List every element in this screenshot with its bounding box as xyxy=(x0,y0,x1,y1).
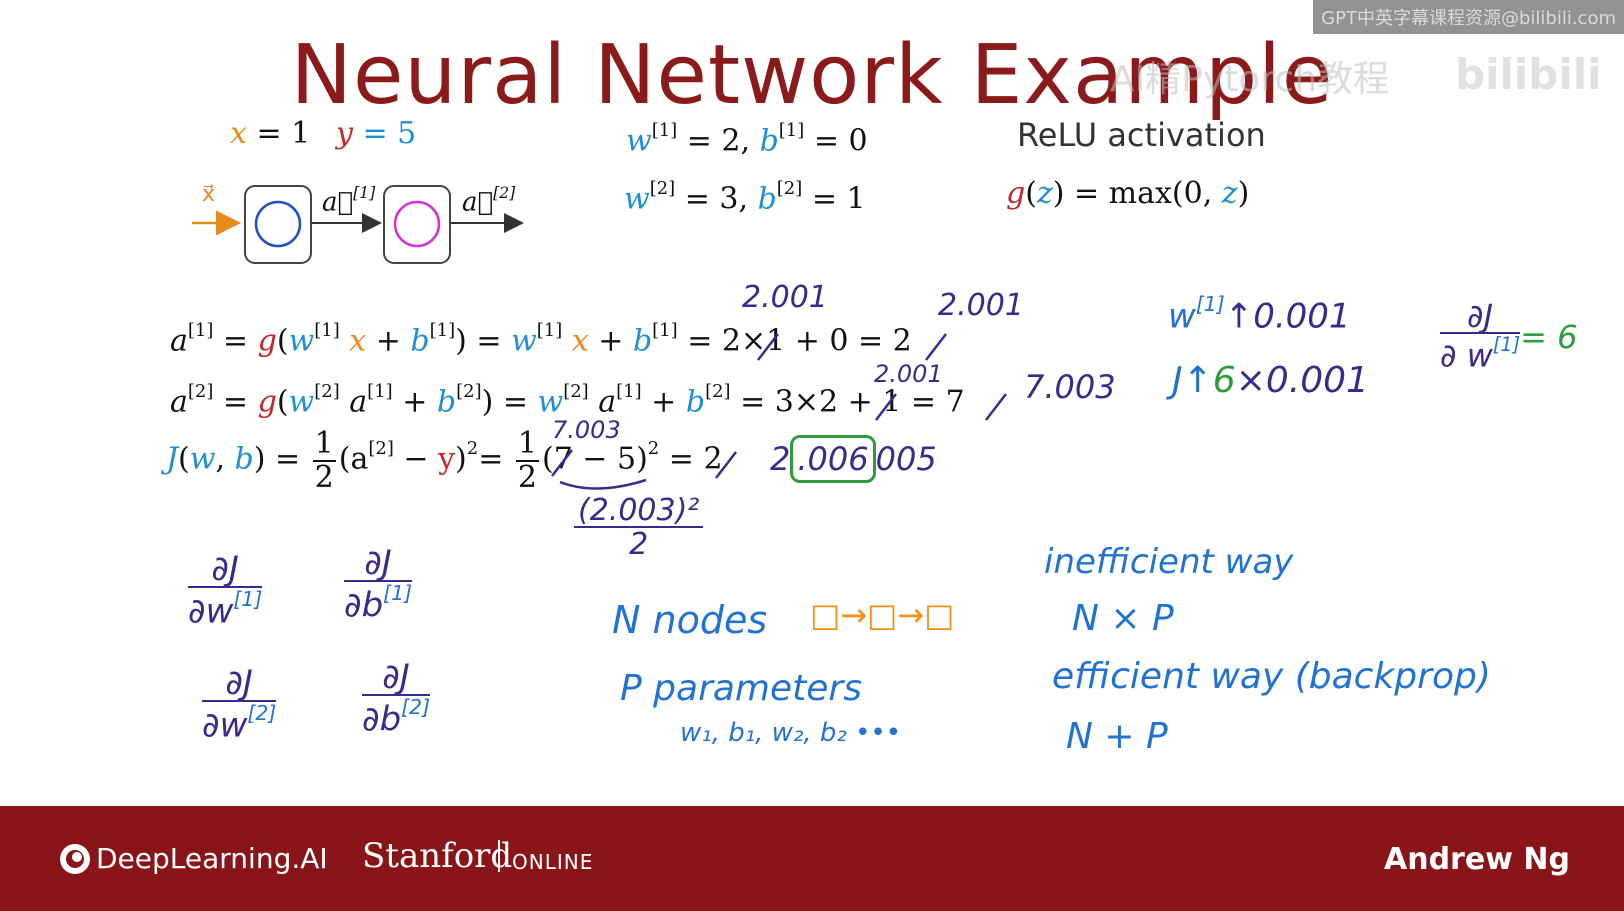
brand-deeplearning: DeepLearning.AI xyxy=(96,842,328,875)
layer1-params: w[1] = 2, b[1] = 0 xyxy=(626,120,868,159)
x-value: x = 1 xyxy=(230,116,311,151)
efficient-way: efficient way (backprop) xyxy=(1052,656,1491,697)
strike-marks xyxy=(551,333,1007,490)
network-diagram xyxy=(192,185,524,264)
inefficient-way: inefficient way xyxy=(1044,542,1294,582)
annot-2001-c: 2.001 xyxy=(874,360,943,388)
brand-stanford: Stanford xyxy=(362,836,513,876)
slide-title: Neural Network Example xyxy=(290,28,1334,123)
node2-circle xyxy=(393,200,441,248)
n-nodes: N nodes xyxy=(612,598,768,642)
derivative-result: ∂J∂ w[1]= 6 xyxy=(1440,297,1578,375)
p-parameters: P parameters xyxy=(620,668,862,709)
dJ-db2: ∂J∂b[2] xyxy=(362,657,431,740)
input-x-label: x⃗ xyxy=(202,182,216,207)
w1-increase: w[1]↑0.001 xyxy=(1168,292,1351,337)
node2-box xyxy=(383,185,451,264)
n-times-p: N × P xyxy=(1072,598,1174,639)
equation-a2: a[2] = g(w[2] a[1] + b[2]) = w[2] a[1] +… xyxy=(170,381,965,420)
annot-2001-b: 2.001 xyxy=(938,288,1024,323)
bilibili-logo: bilibili xyxy=(1455,50,1602,99)
watermark-overlay-text: AI精Pytorch教程 xyxy=(1110,59,1390,100)
footer-bar: DeepLearning.AI Stanford ONLINE Andrew N… xyxy=(0,806,1624,911)
annot-7003: 7.003 xyxy=(1024,368,1116,406)
layer2-params: w[2] = 3, b[2] = 1 xyxy=(624,178,866,217)
y-value: y = 5 xyxy=(336,116,417,151)
dJ-db1: ∂J∂b[1] xyxy=(344,543,413,626)
node1-circle xyxy=(254,200,302,248)
brand-online: ONLINE xyxy=(512,850,594,874)
annot-7003-b: 7.003 xyxy=(552,416,621,444)
relu-formula: g(z) = max(0, z) xyxy=(1006,176,1250,211)
dJ-dw1: ∂J∂w[1] xyxy=(188,549,263,632)
nodes-chain: □→□→□ xyxy=(810,596,955,634)
a1-label: a⃗[1] xyxy=(322,184,376,218)
dJ-dw2: ∂J∂w[2] xyxy=(202,663,277,746)
annot-2001-a: 2.001 xyxy=(742,280,828,315)
params-list: w₁, b₁, w₂, b₂ ••• xyxy=(680,718,902,748)
brand-divider xyxy=(498,840,500,872)
equation-a1: a[1] = g(w[1] x + b[1]) = w[1] x + b[1] … xyxy=(170,320,912,359)
relu-label: ReLU activation xyxy=(1017,116,1266,154)
node1-box xyxy=(244,185,312,264)
deeplearning-logo-icon xyxy=(60,844,90,874)
boxed-delta: .006 xyxy=(790,435,876,483)
slide: GPT中英字幕课程资源@bilibili.com Neural Network … xyxy=(0,0,1624,806)
n-plus-p: N + P xyxy=(1066,716,1168,757)
j-increase: J↑6×0.001 xyxy=(1172,360,1369,401)
watermark-banner: GPT中英字幕课程资源@bilibili.com xyxy=(1313,0,1624,34)
presenter-name: Andrew Ng xyxy=(1384,842,1570,877)
a2-label: a⃗[2] xyxy=(462,184,516,218)
